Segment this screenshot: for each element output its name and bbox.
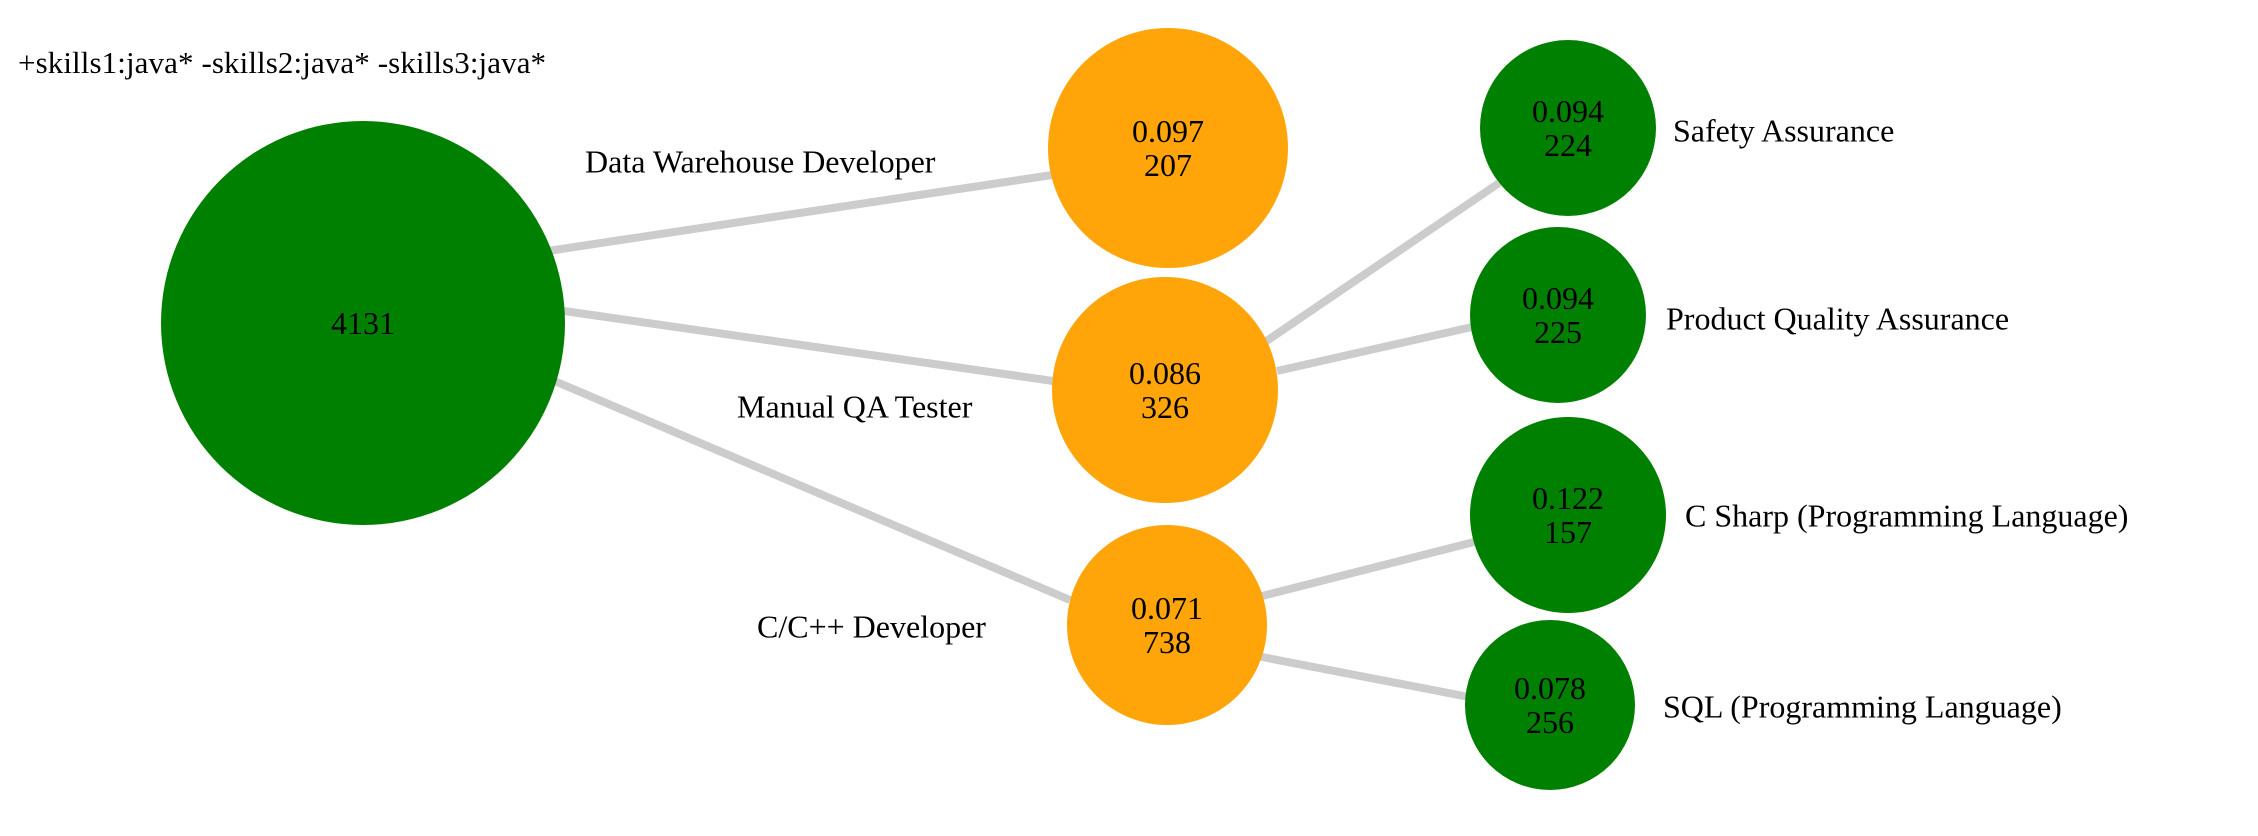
- occupation-node-count-c-cpp-developer: 738: [1143, 624, 1191, 660]
- edge-cpp-sql[interactable]: [1256, 652, 1470, 701]
- edge-qa-pqa[interactable]: [1276, 323, 1473, 375]
- edge-root-dwd[interactable]: [547, 171, 1053, 255]
- occupation-label-manual-qa-tester: Manual QA Tester: [737, 388, 973, 425]
- occupation-node-count-data-warehouse-developer: 207: [1144, 147, 1192, 183]
- occupation-node-score-data-warehouse-developer: 0.097: [1132, 112, 1204, 149]
- skill-node-score-sql-programming-language: 0.078: [1514, 669, 1586, 706]
- occupation-node-count-manual-qa-tester: 326: [1141, 389, 1189, 425]
- skill-label-safety-assurance: Safety Assurance: [1673, 112, 1895, 149]
- skill-node-score-safety-assurance: 0.094: [1532, 92, 1604, 129]
- skill-node-count-sql-programming-language: 256: [1526, 704, 1574, 740]
- skill-node-score-product-quality-assurance: 0.094: [1522, 279, 1594, 316]
- edge-root-cpp[interactable]: [550, 376, 1072, 604]
- occupation-label-data-warehouse-developer: Data Warehouse Developer: [585, 143, 936, 180]
- skill-node-score-c-sharp-programming-language: 0.122: [1532, 479, 1604, 516]
- query-expression-label: +skills1:java* -skills2:java* -skills3:j…: [18, 45, 547, 80]
- skill-node-count-safety-assurance: 224: [1544, 127, 1592, 163]
- occupation-node-score-manual-qa-tester: 0.086: [1129, 354, 1201, 391]
- skill-label-product-quality-assurance: Product Quality Assurance: [1666, 300, 2010, 337]
- skill-node-count-c-sharp-programming-language: 157: [1544, 514, 1592, 550]
- occupation-node-score-c-cpp-developer: 0.071: [1131, 589, 1203, 626]
- skill-node-count-product-quality-assurance: 225: [1534, 314, 1582, 350]
- root-node-root[interactable]: 4131: [161, 121, 565, 525]
- occupation-label-c-cpp-developer: C/C++ Developer: [757, 608, 986, 645]
- edge-root-qa[interactable]: [563, 307, 1054, 385]
- skill-label-c-sharp-programming-language: C Sharp (Programming Language): [1685, 497, 2129, 534]
- root-node-count-root: 4131: [331, 304, 395, 341]
- skill-label-sql-programming-language: SQL (Programming Language): [1663, 688, 2062, 725]
- edges-group: [547, 171, 1502, 701]
- edge-qa-safety[interactable]: [1262, 179, 1502, 346]
- edge-cpp-csharp[interactable]: [1257, 537, 1479, 601]
